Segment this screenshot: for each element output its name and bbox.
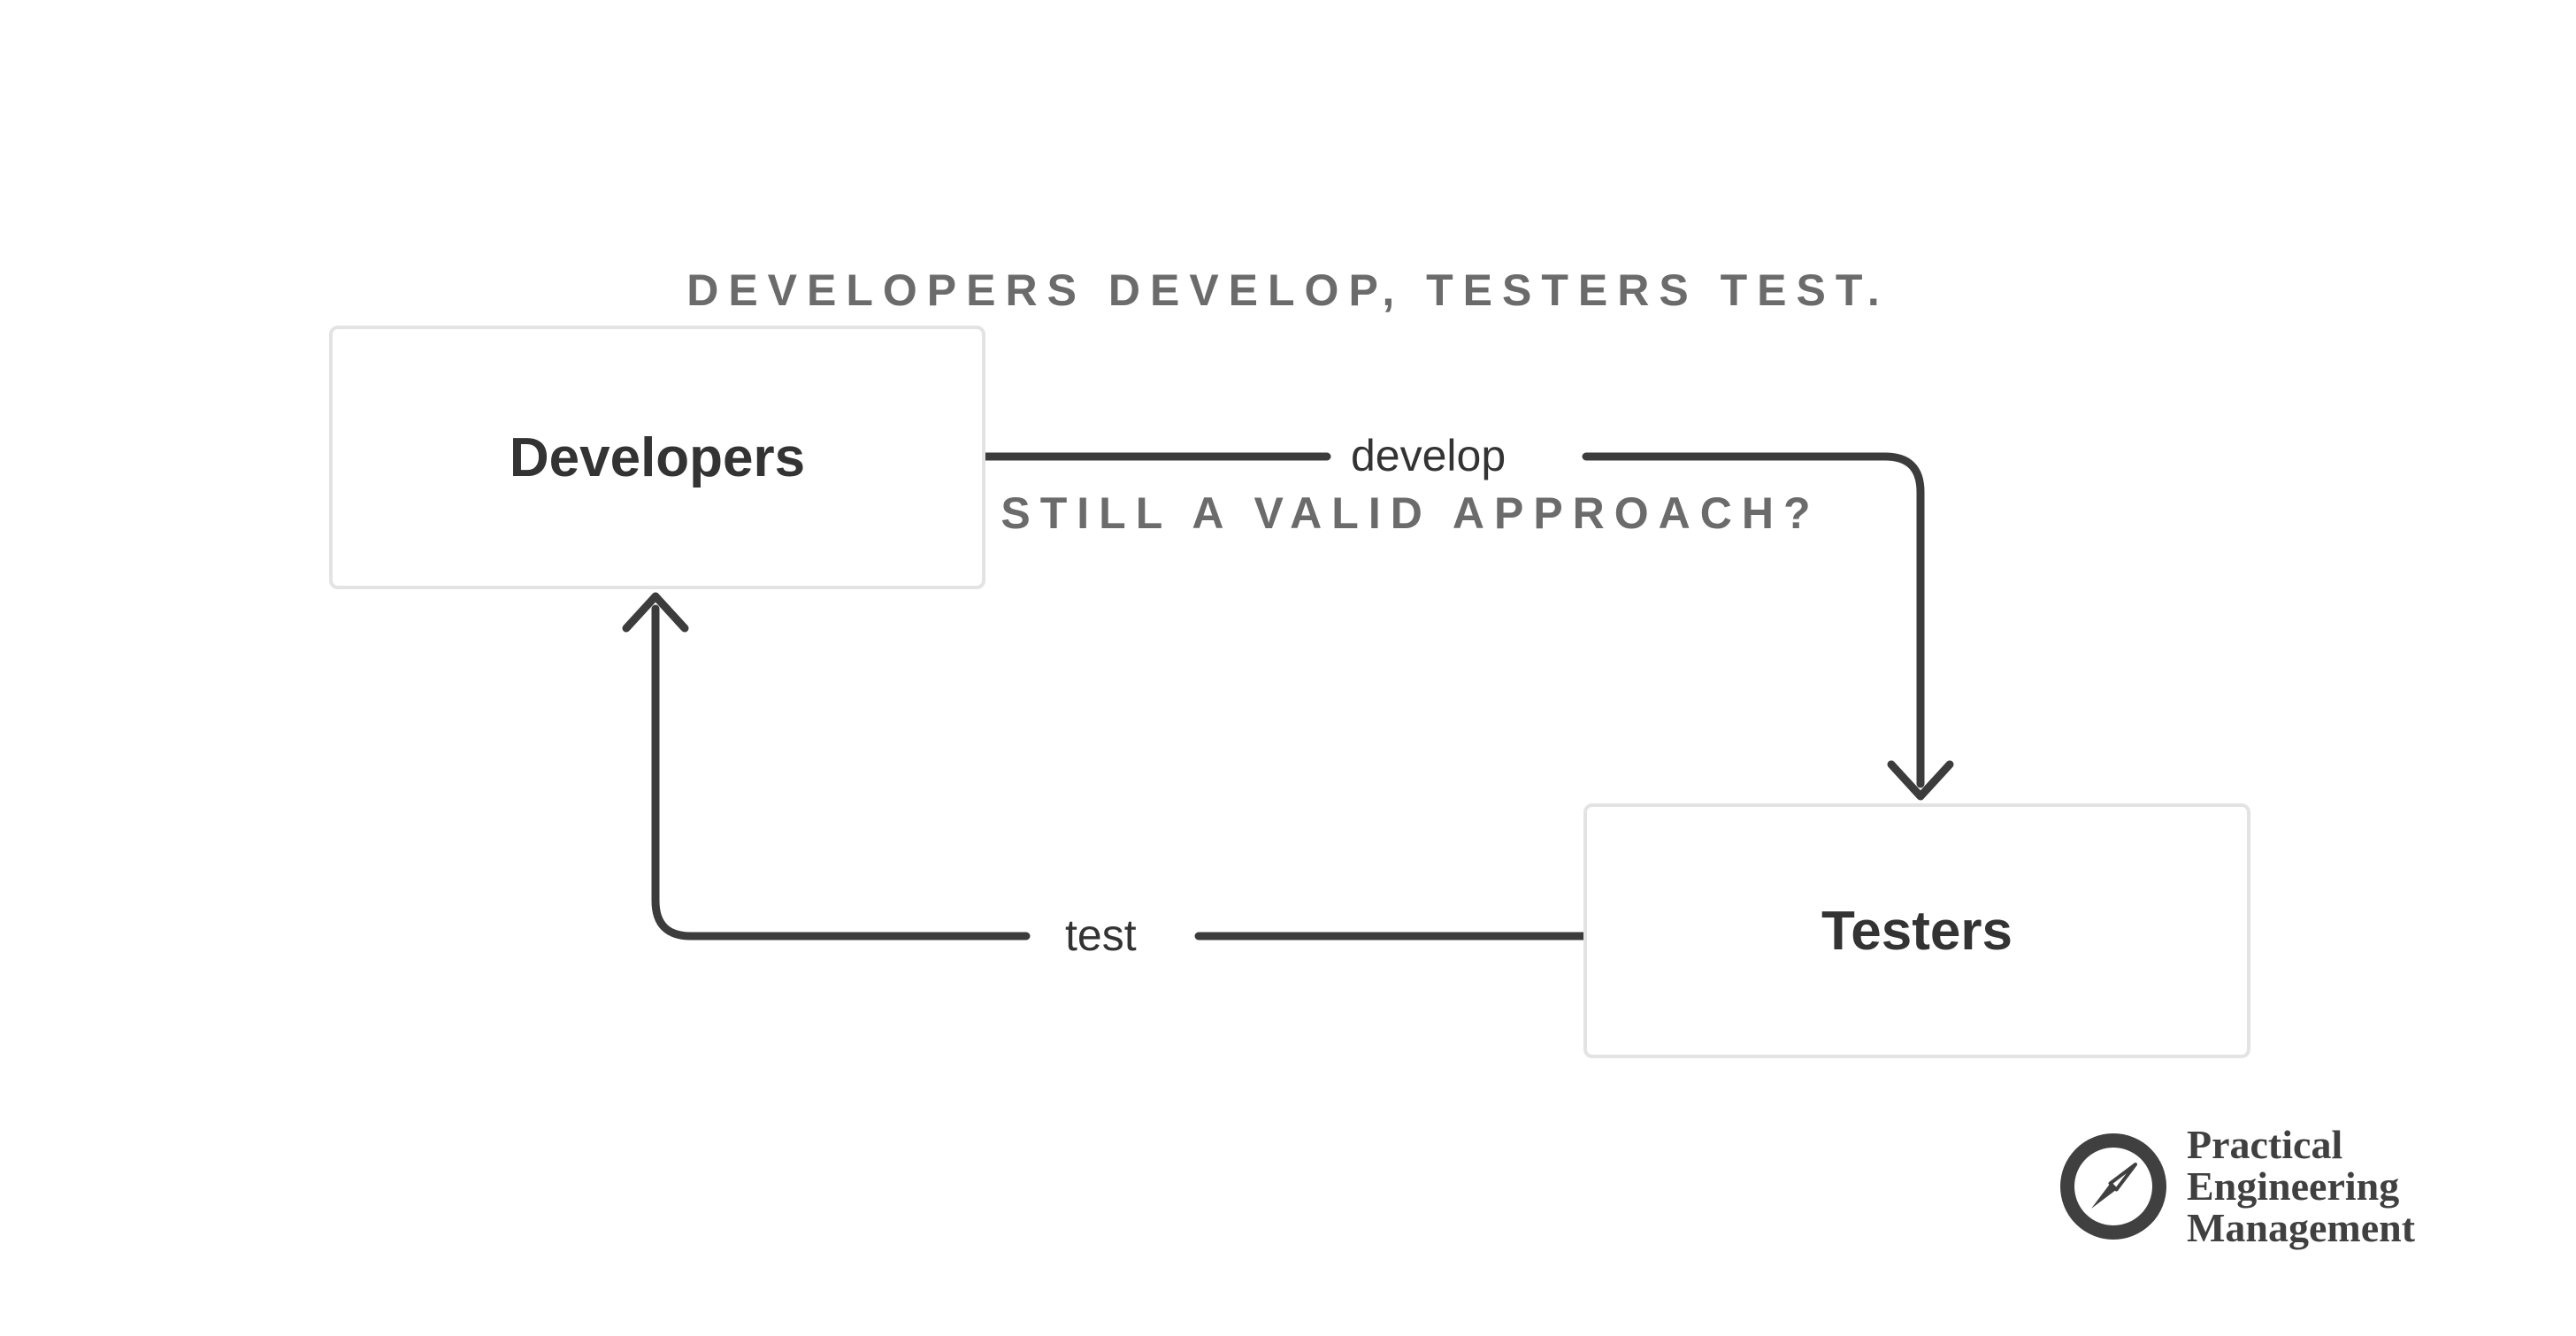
- edge-develop-arrowhead-icon: [1887, 760, 1954, 801]
- title-line-1: Developers develop, testers test.: [686, 265, 1890, 315]
- brand-wordmark-line-2: Engineering: [2187, 1163, 2400, 1209]
- node-developers-label: Developers: [509, 426, 806, 488]
- edge-label-test: test: [1065, 910, 1137, 960]
- brand-wordmark: Practical Engineering Management: [2187, 1124, 2415, 1248]
- brand-logo: Practical Engineering Management: [2059, 1124, 2415, 1248]
- node-testers-label: Testers: [1821, 900, 2012, 962]
- node-testers[interactable]: Testers: [1583, 803, 2250, 1058]
- compass-icon: [2060, 1133, 2166, 1240]
- brand-wordmark-line-1: Practical: [2187, 1122, 2343, 1167]
- node-developers[interactable]: Developers: [329, 326, 985, 589]
- brand-wordmark-line-3: Management: [2187, 1205, 2416, 1250]
- edge-label-develop: develop: [1351, 431, 1506, 480]
